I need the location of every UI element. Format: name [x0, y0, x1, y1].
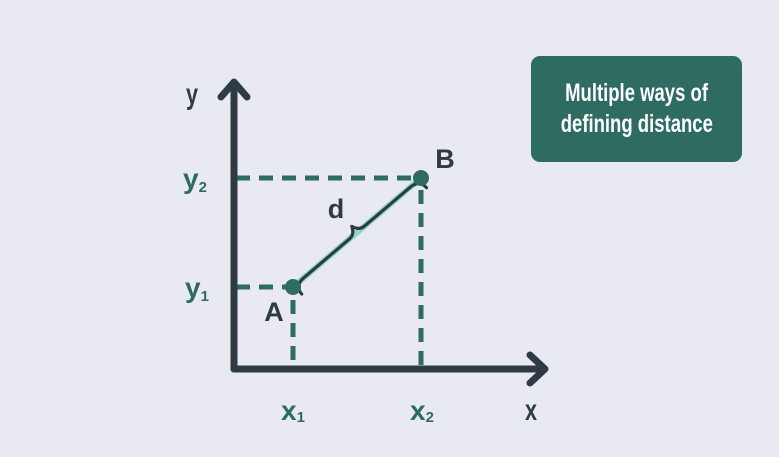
tick-label-y2: y2 — [183, 163, 207, 196]
title-line-1: Multiple ways of — [565, 79, 708, 107]
x-axis-arrowhead — [526, 351, 549, 387]
point-b — [413, 170, 429, 186]
point-a-label: A — [264, 297, 284, 327]
point-a — [285, 279, 301, 295]
point-b-label: B — [435, 144, 455, 174]
y-axis-arrowhead — [217, 78, 251, 101]
distance-label: d — [328, 194, 345, 224]
tick-label-x1: x1 — [281, 395, 305, 426]
tick-label-x2: x2 — [410, 395, 434, 426]
title-box: Multiple ways of defining distance — [531, 56, 742, 162]
coordinate-axes — [217, 78, 549, 387]
title-line-2: defining distance — [560, 110, 713, 138]
axis-x-label: x — [525, 392, 537, 426]
tick-label-y1: y1 — [185, 272, 209, 305]
distance-brace — [297, 181, 429, 296]
axis-y-label: y — [186, 76, 198, 110]
